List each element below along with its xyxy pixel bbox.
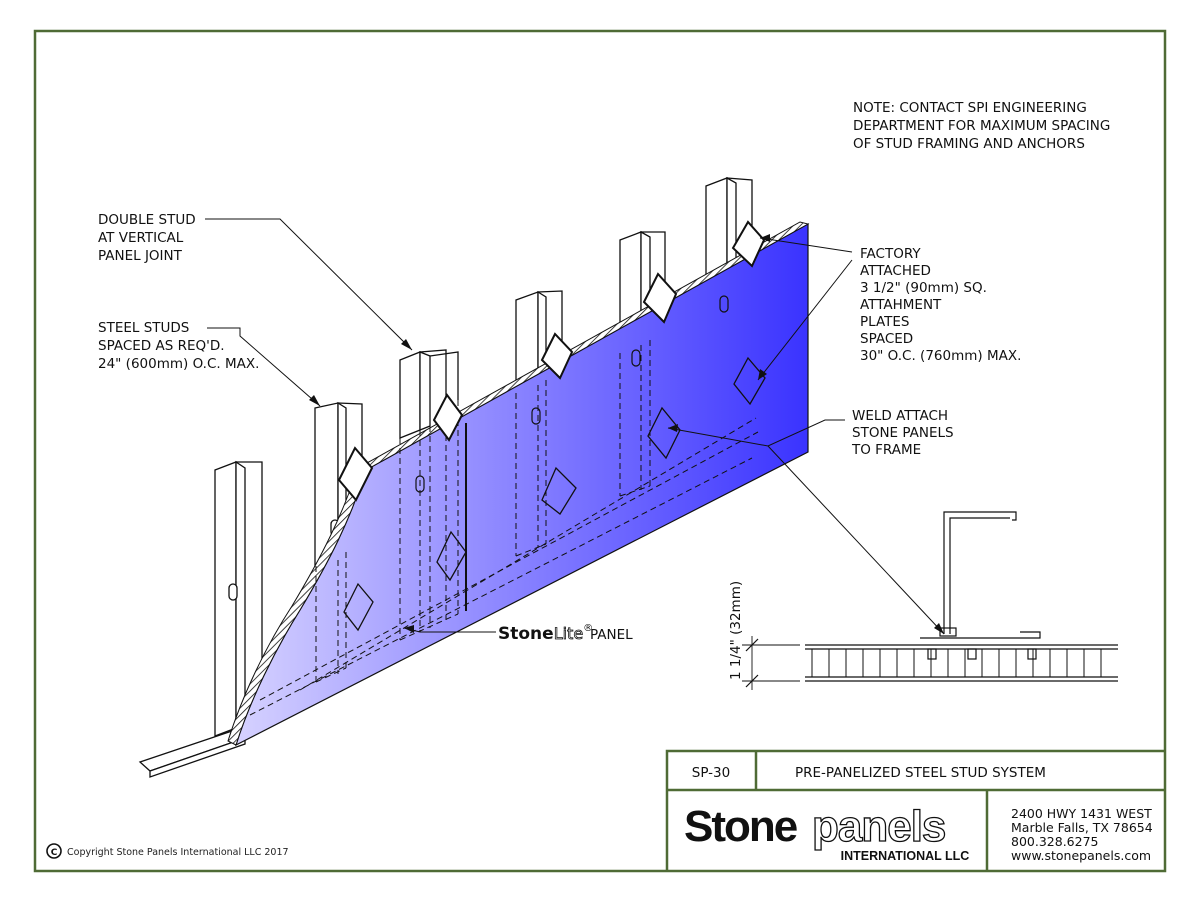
factory-attached-label: FACTORY ATTACHED 3 1/2" (90mm) SQ. ATTAH… <box>860 246 1021 364</box>
steel-studs-leader <box>207 327 321 407</box>
double-stud-label: DOUBLE STUD AT VERTICAL PANEL JOINT <box>98 212 200 264</box>
copyright-icon <box>46 843 62 859</box>
copyright-text: Copyright Stone Panels International LLC… <box>67 847 289 858</box>
factory-leader-2 <box>757 259 853 381</box>
panel-side-edge <box>227 467 367 746</box>
logo-stone: Stone <box>684 802 797 851</box>
section-detail <box>742 511 1118 690</box>
attachment-plates-exposed <box>337 220 766 502</box>
hidden-studs <box>249 340 759 716</box>
logo-international: INTERNATIONAL LLC <box>841 849 970 863</box>
double-stud-leader <box>205 218 413 351</box>
stud-slots <box>415 295 729 493</box>
general-note: NOTE: CONTACT SPI ENGINEERING DEPARTMENT… <box>853 100 1115 152</box>
factory-leader-1 <box>759 237 853 253</box>
sheet-title: PRE-PANELIZED STEEL STUD SYSTEM <box>795 765 1046 781</box>
panel-word: PANEL <box>590 627 633 643</box>
bottom-track <box>138 729 247 778</box>
sheet-number: SP-30 <box>692 765 730 781</box>
weld-leader-panel <box>667 419 845 447</box>
weld-attach-label: WELD ATTACH STONE PANELS TO FRAME <box>851 408 958 458</box>
stonelite-brand: StoneLite® <box>498 623 593 644</box>
company-address: 2400 HWY 1431 WEST Marble Falls, TX 7865… <box>1011 806 1157 863</box>
dimension-label: 1 1/4" (32mm) <box>728 581 744 680</box>
steel-studs-label: STEEL STUDS SPACED AS REQ'D. 24" (600mm)… <box>98 320 259 372</box>
title-block <box>665 749 1165 871</box>
logo-panels: panels <box>812 802 945 851</box>
svg-text:C: C <box>51 848 58 858</box>
weld-leader-detail <box>767 445 945 635</box>
sheet-border <box>33 29 1167 873</box>
stud-6 <box>705 176 753 289</box>
